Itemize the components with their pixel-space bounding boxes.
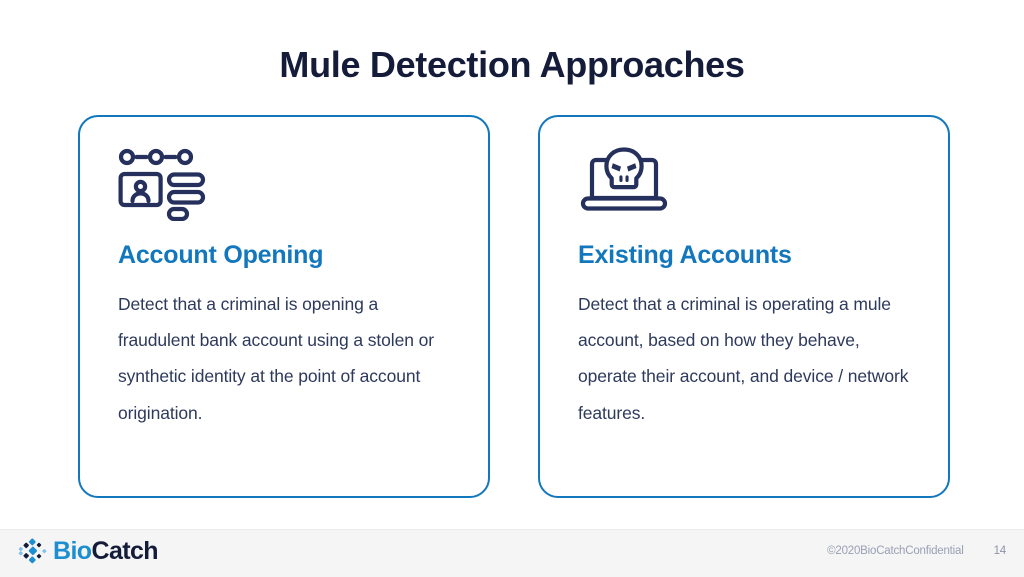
logo-text-catch: Catch <box>91 536 158 565</box>
biocatch-logo: BioCatch <box>18 536 159 565</box>
id-card-identity-icon <box>118 147 454 225</box>
card-account-opening[interactable]: Account Opening Detect that a criminal i… <box>78 115 490 498</box>
page-title: Mule Detection Approaches <box>279 44 745 85</box>
card-heading: Account Opening <box>118 241 324 269</box>
card-heading: Existing Accounts <box>578 241 792 269</box>
cards-row: Account Opening Detect that a criminal i… <box>78 115 950 498</box>
biocatch-logo-mark <box>18 538 47 564</box>
footer-meta: ©2020BioCatchConfidential 14 <box>827 545 1006 557</box>
logo-text-bio: Bio <box>53 536 92 565</box>
card-body-text: Detect that a criminal is operating a mu… <box>578 294 909 423</box>
laptop-skull-icon <box>578 147 914 225</box>
card-body-text: Detect that a criminal is opening a frau… <box>118 294 434 423</box>
biocatch-wordmark: BioCatch <box>53 536 159 565</box>
page-number: 14 <box>993 545 1007 557</box>
copyright-text: ©2020BioCatchConfidential <box>827 545 964 557</box>
card-existing-accounts[interactable]: Existing Accounts Detect that a criminal… <box>538 115 950 498</box>
footer-bar: BioCatch ©2020BioCatchConfidential 14 <box>0 529 1024 577</box>
